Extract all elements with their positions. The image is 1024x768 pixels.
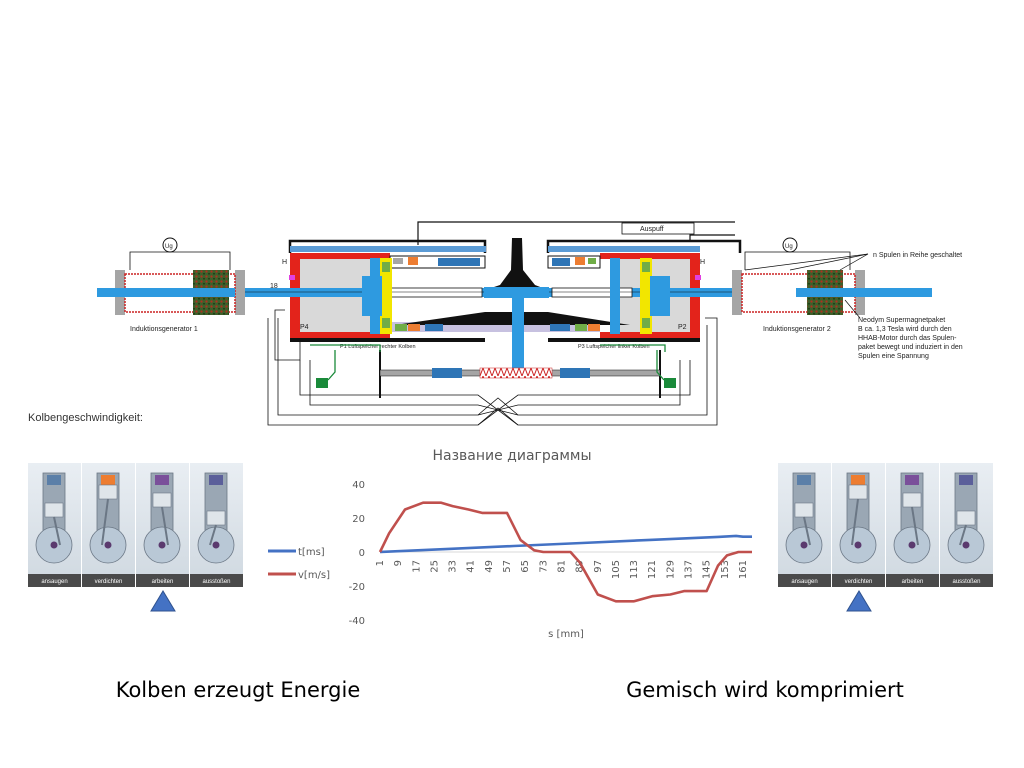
y-tick-label: -20 xyxy=(349,582,365,593)
stroke-label: arbeiten xyxy=(902,579,924,585)
x-tick-label: 105 xyxy=(611,560,622,579)
exhaust-line-right xyxy=(689,234,735,240)
x-tick-label: 65 xyxy=(520,560,531,573)
stroke-label: arbeiten xyxy=(152,579,174,585)
stroke-tile: verdichten xyxy=(832,463,885,587)
series-line xyxy=(379,534,752,554)
stroke-marker-icon xyxy=(150,590,176,612)
generator-left-cap-b xyxy=(235,270,245,315)
svg-text:Ug: Ug xyxy=(165,244,173,250)
chart-title: Название диаграммы xyxy=(432,448,591,464)
magnet-note: Neodym Supermagnetpaket B ca. 1,3 Tesla … xyxy=(858,317,963,360)
y-tick-label: 40 xyxy=(352,480,365,491)
series-line xyxy=(378,501,752,603)
x-axis-label: s [mm] xyxy=(548,629,584,640)
stroke-label: ansaugen xyxy=(41,579,67,585)
stroke-marker-icon xyxy=(846,590,872,612)
engine-diagram: Auspuff xyxy=(97,221,963,426)
label-p1: P1 Luftspeicher rechter Kolben xyxy=(340,344,416,350)
x-tick-label: 33 xyxy=(448,560,459,573)
spring xyxy=(479,367,553,379)
cylinder-right-top xyxy=(600,253,700,259)
stroke-strip-right: ansaugen verdichten arbeiten ausstoßen xyxy=(778,463,993,612)
label-h-right: H xyxy=(700,259,705,266)
stroke-tile: ausstoßen xyxy=(190,463,243,587)
cylinder-left-bottom xyxy=(290,332,390,338)
label-generator-1: Induktionsgenerator 1 xyxy=(130,326,198,333)
top-channel-right xyxy=(548,246,700,252)
x-tick-label: 41 xyxy=(466,560,477,573)
x-tick-label: 145 xyxy=(702,560,713,579)
x-tick-label: 1 xyxy=(375,560,386,566)
stroke-tile: arbeiten xyxy=(886,463,939,587)
auspuff-box xyxy=(621,222,695,235)
x-tick-label: 113 xyxy=(629,560,640,579)
voltmeter-left-icon xyxy=(162,237,178,253)
svg-text:Neodym Supermagnetpaket: Neodym Supermagnetpaket xyxy=(858,317,945,324)
auspuff-label: Auspuff xyxy=(640,226,664,233)
x-tick-label: 25 xyxy=(429,560,440,573)
y-tick-label: 20 xyxy=(352,514,365,525)
y-tick-label: 0 xyxy=(359,548,365,559)
x-tick-label: 73 xyxy=(538,560,549,573)
velocity-chart: Название диаграммы 40 20 0 -20 -40 1 9 17 25 33 41… xyxy=(268,448,752,640)
speed-label: Kolbengeschwindigkeit: xyxy=(28,412,143,424)
svg-text:Spulen eine Spannung: Spulen eine Spannung xyxy=(858,353,929,360)
label-p2: P2 xyxy=(678,324,687,331)
x-tick-label: 89 xyxy=(575,560,586,573)
stroke-tile: ausstoßen xyxy=(940,463,993,587)
label-coils: n Spulen in Reihe geschaltet xyxy=(873,252,962,259)
x-tick-label: 17 xyxy=(411,560,422,573)
center-rod xyxy=(512,297,524,372)
stroke-label: verdichten xyxy=(95,579,123,585)
legend-entry: t[ms] xyxy=(298,547,325,558)
cylinder-left-top xyxy=(290,253,390,259)
center-flywheel xyxy=(485,238,548,290)
x-tick-label: 49 xyxy=(484,560,495,573)
x-tick-label: 161 xyxy=(738,560,749,579)
cylinder-right-bottom xyxy=(600,332,700,338)
label-18: 18 xyxy=(270,283,278,290)
stroke-tile: ansaugen xyxy=(778,463,831,587)
caption-left: Kolben erzeugt Energie xyxy=(116,678,361,702)
stroke-label: verdichten xyxy=(845,579,873,585)
y-tick-label: -40 xyxy=(349,616,365,627)
generator-right-cap-a xyxy=(732,270,742,315)
x-tick-label: 137 xyxy=(683,560,694,579)
stroke-tile: ansaugen xyxy=(28,463,81,587)
x-tick-label: 153 xyxy=(720,560,731,579)
svg-text:B ca. 1,3 Tesla wird durch den: B ca. 1,3 Tesla wird durch den xyxy=(858,326,952,333)
air-pipe-outer xyxy=(267,317,718,426)
top-channel-left xyxy=(290,246,486,252)
x-tick-label: 9 xyxy=(393,560,404,566)
chart-axes: 40 20 0 -20 -40 1 9 17 25 33 41 49 57 65 73 81 89 97 105 11… xyxy=(349,480,752,627)
x-tick-label: 81 xyxy=(556,560,567,573)
chart-legend: t[ms] v[m/s] xyxy=(268,547,330,581)
x-tick-label: 97 xyxy=(593,560,604,573)
svg-text:paket bewegt und induziert in: paket bewegt und induziert in den xyxy=(858,344,963,351)
x-tick-label: 129 xyxy=(665,560,676,579)
x-tick-label: 57 xyxy=(502,560,513,573)
svg-text:HHAB-Motor durch das Spulen-: HHAB-Motor durch das Spulen- xyxy=(858,335,957,342)
piston-right xyxy=(610,258,620,334)
stroke-label: ansaugen xyxy=(791,579,817,585)
svg-text:Ug: Ug xyxy=(785,244,793,250)
label-h-left: H xyxy=(282,259,287,266)
label-p3: P3 Luftspeicher linker Kolben xyxy=(578,344,650,350)
caption-right: Gemisch wird komprimiert xyxy=(626,678,904,702)
stroke-tile: verdichten xyxy=(82,463,135,587)
exhaust-line-left xyxy=(417,221,735,245)
stroke-tile: arbeiten xyxy=(136,463,189,587)
stroke-strip-left: ansaugen verdichten arbeiten ausstoßen xyxy=(28,463,243,612)
label-generator-2: Induktionsgenerator 2 xyxy=(763,326,831,333)
stroke-label: ausstoßen xyxy=(202,579,230,585)
x-tick-label: 121 xyxy=(647,560,658,579)
voltmeter-right-icon xyxy=(782,237,798,253)
stroke-label: ausstoßen xyxy=(952,579,980,585)
label-p4: P4 xyxy=(300,324,309,331)
chart-series xyxy=(378,501,752,603)
legend-entry: v[m/s] xyxy=(298,570,330,581)
